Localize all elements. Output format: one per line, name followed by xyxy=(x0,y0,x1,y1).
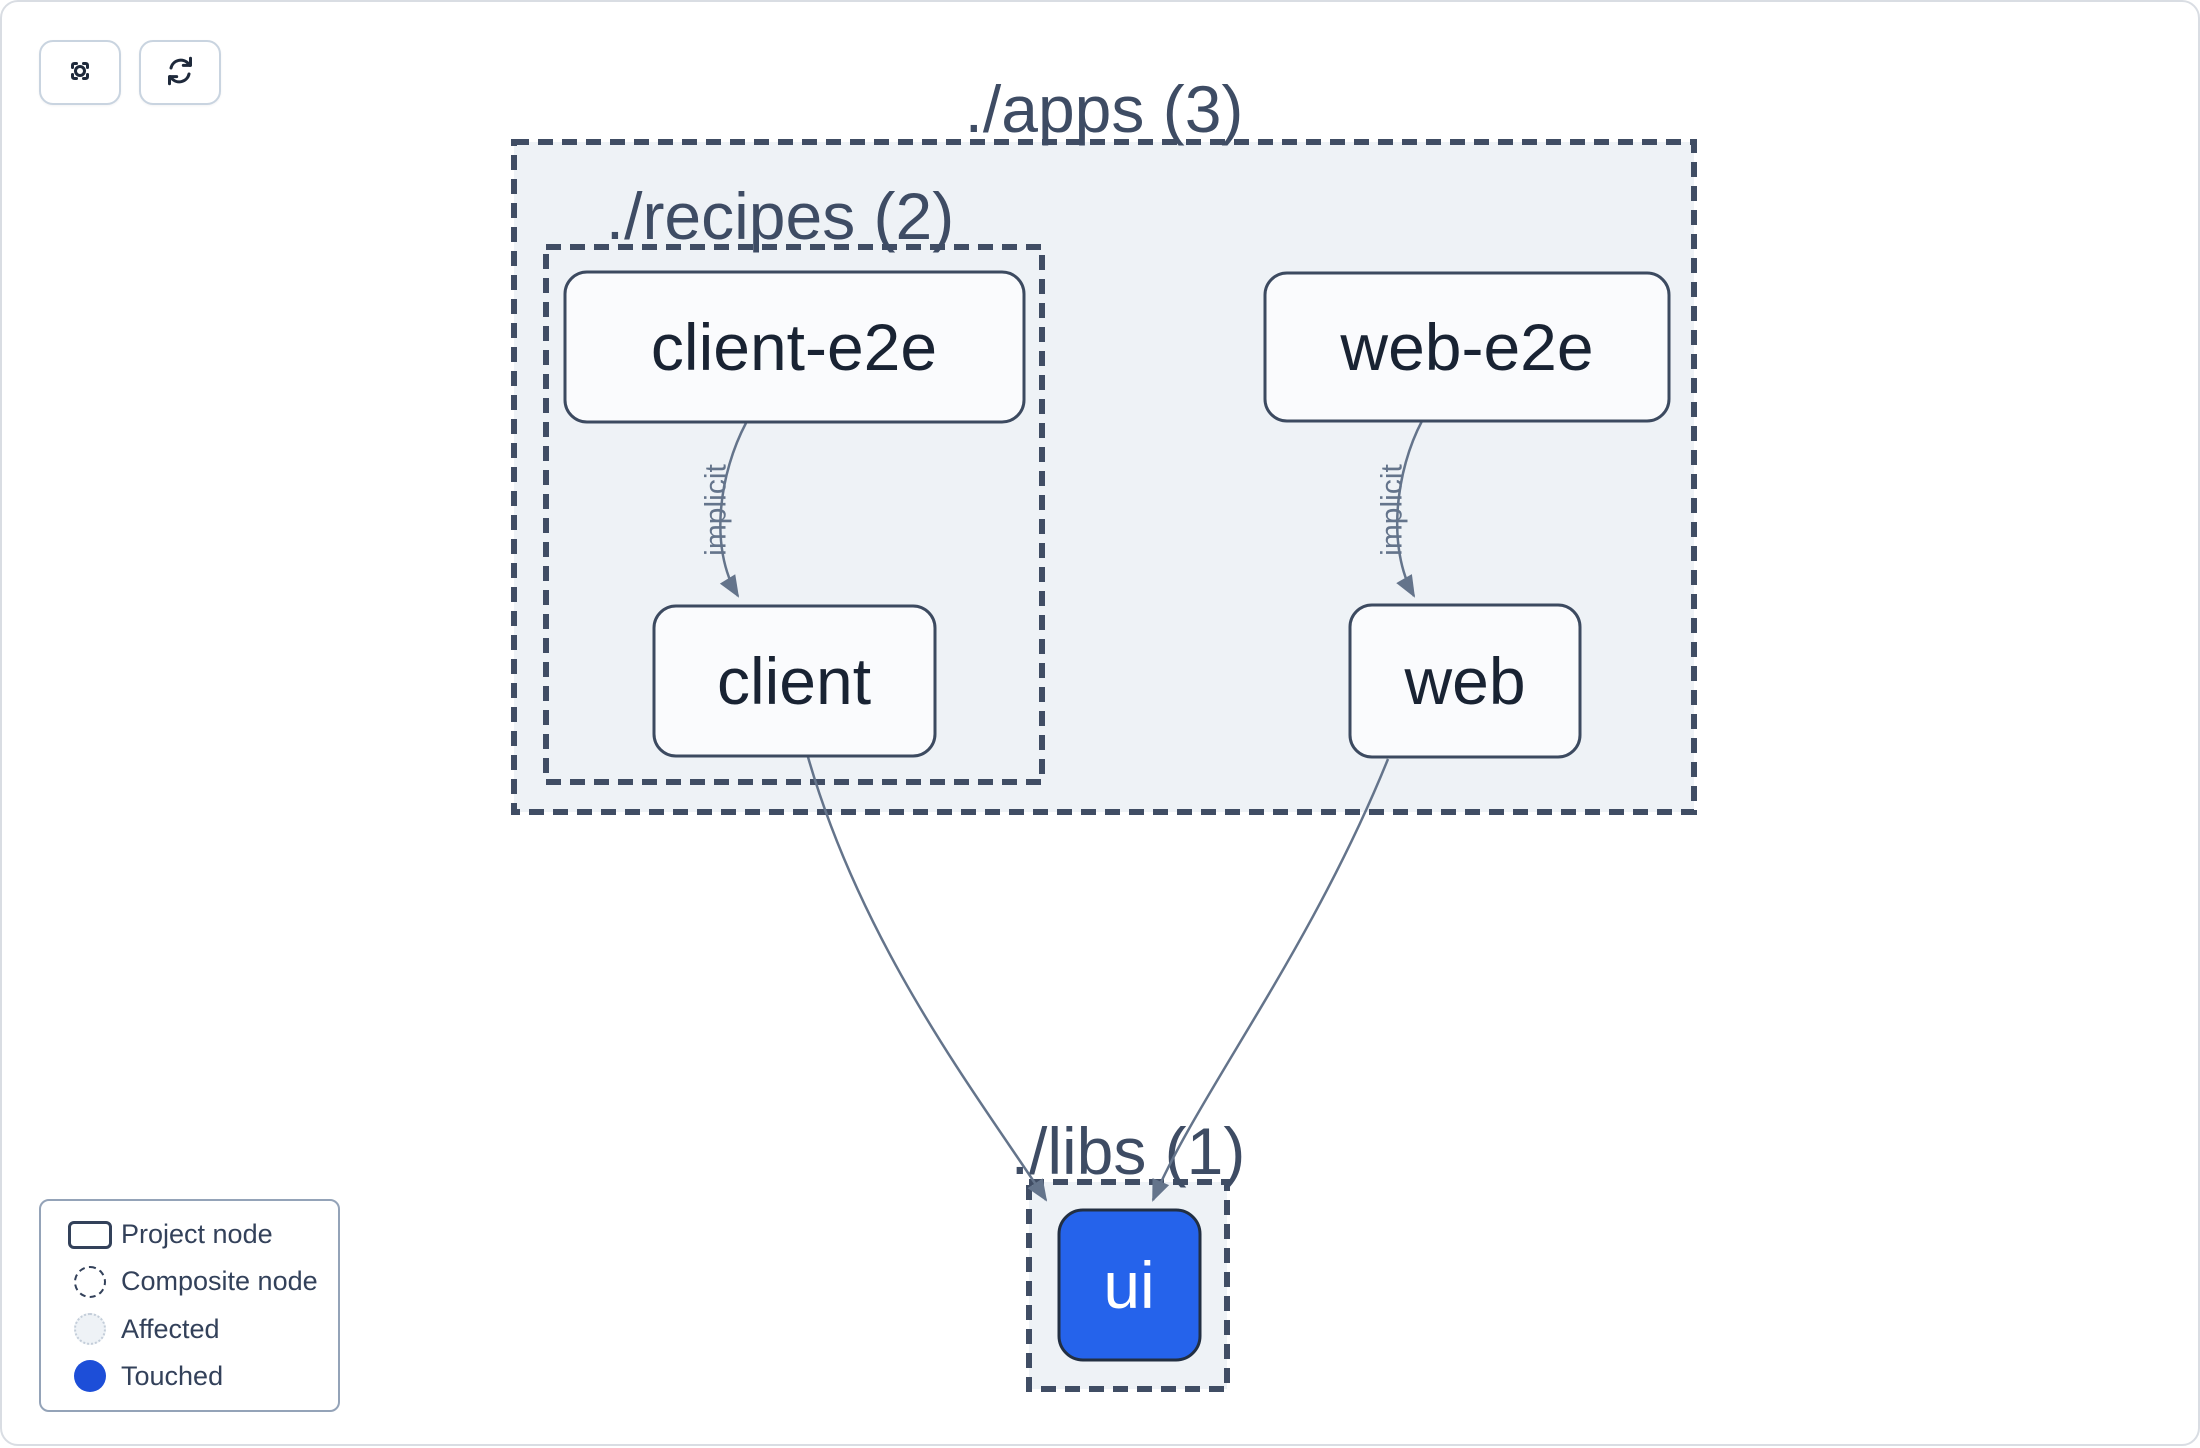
composite-node-swatch-icon xyxy=(59,1265,121,1298)
refresh-icon xyxy=(162,53,198,92)
node-web-e2e[interactable]: web-e2e xyxy=(1263,271,1671,423)
group-apps-label: ./apps (3) xyxy=(965,72,1244,146)
graph-toolbar xyxy=(39,40,221,105)
edge-client-to-ui xyxy=(806,756,1048,1202)
svg-text:client-e2e: client-e2e xyxy=(651,310,937,384)
node-client[interactable]: client xyxy=(652,604,937,758)
edge-client-e2e-to-client xyxy=(719,422,748,598)
refresh-button[interactable] xyxy=(139,40,221,105)
node-client-e2e[interactable]: client-e2e xyxy=(563,270,1026,424)
legend-label: Touched xyxy=(121,1360,224,1391)
legend-label: Affected xyxy=(121,1313,220,1344)
group-libs-label: ./libs (1) xyxy=(1011,1114,1246,1188)
svg-text:web-e2e: web-e2e xyxy=(1339,310,1593,384)
project-node-swatch-icon xyxy=(59,1220,121,1249)
affected-swatch-icon xyxy=(59,1313,121,1346)
svg-text:ui: ui xyxy=(1103,1248,1154,1322)
legend-label: Project node xyxy=(121,1219,273,1250)
focus-icon xyxy=(62,53,98,92)
legend-item-composite-node: Composite node xyxy=(41,1260,338,1304)
svg-text:web: web xyxy=(1403,644,1525,718)
group-recipes-label: ./recipes (2) xyxy=(606,179,954,253)
center-graph-button[interactable] xyxy=(39,40,121,105)
legend-label: Composite node xyxy=(121,1266,318,1297)
svg-text:client: client xyxy=(717,644,871,718)
node-ui[interactable]: ui xyxy=(1057,1208,1202,1362)
node-web[interactable]: web xyxy=(1348,603,1582,759)
edge-web-e2e-to-web xyxy=(1395,420,1424,598)
legend-item-touched: Touched xyxy=(41,1354,338,1398)
edge-web-to-ui xyxy=(1151,758,1390,1202)
edge-label-implicit-web: implicit xyxy=(1376,464,1409,556)
touched-swatch-icon xyxy=(59,1360,121,1393)
legend-item-project-node: Project node xyxy=(41,1213,338,1257)
legend-item-affected: Affected xyxy=(41,1307,338,1351)
legend: Project node Composite node Affected Tou… xyxy=(39,1199,340,1412)
edge-label-implicit-client: implicit xyxy=(700,464,733,556)
